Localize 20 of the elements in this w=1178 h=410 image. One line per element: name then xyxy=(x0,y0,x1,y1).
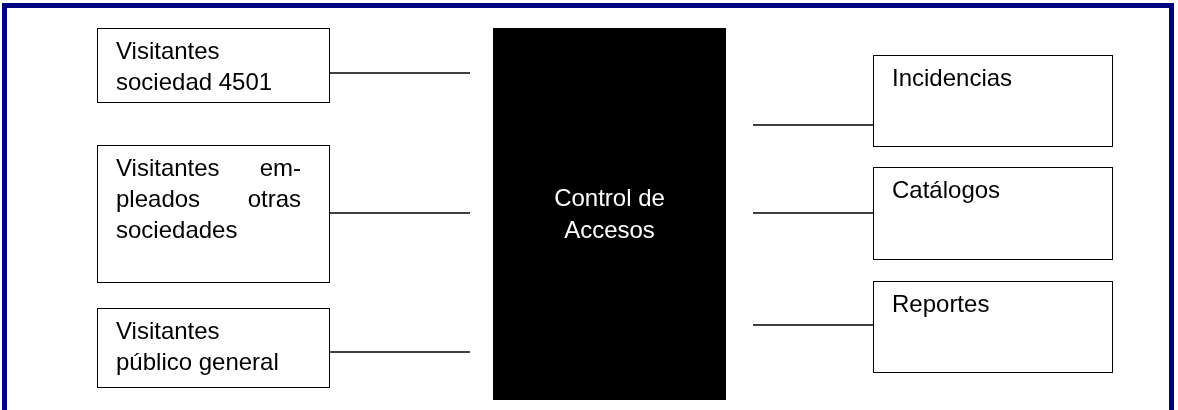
connector-line xyxy=(752,324,874,326)
box-label: Incidencias xyxy=(892,63,1014,93)
process-box xyxy=(97,308,330,388)
block-label: Control de Accesos xyxy=(553,183,666,245)
connector-line xyxy=(329,351,471,353)
box-label: Visitantes público general xyxy=(116,316,280,377)
box-label: Visitantes sociedad 4501 xyxy=(116,36,274,97)
connector-line xyxy=(329,212,471,214)
process-box xyxy=(873,167,1113,260)
process-box xyxy=(97,145,330,283)
connector-line xyxy=(752,212,874,214)
process-box xyxy=(873,55,1113,147)
process-box xyxy=(873,281,1113,373)
system-block xyxy=(493,28,726,400)
connector-line xyxy=(329,72,471,74)
box-label: Reportes xyxy=(892,289,991,319)
process-box xyxy=(97,28,330,103)
connector-line xyxy=(752,124,874,126)
box-label: Visitantes em- pleados otras sociedades xyxy=(116,153,301,245)
box-label: Catálogos xyxy=(892,175,1002,205)
